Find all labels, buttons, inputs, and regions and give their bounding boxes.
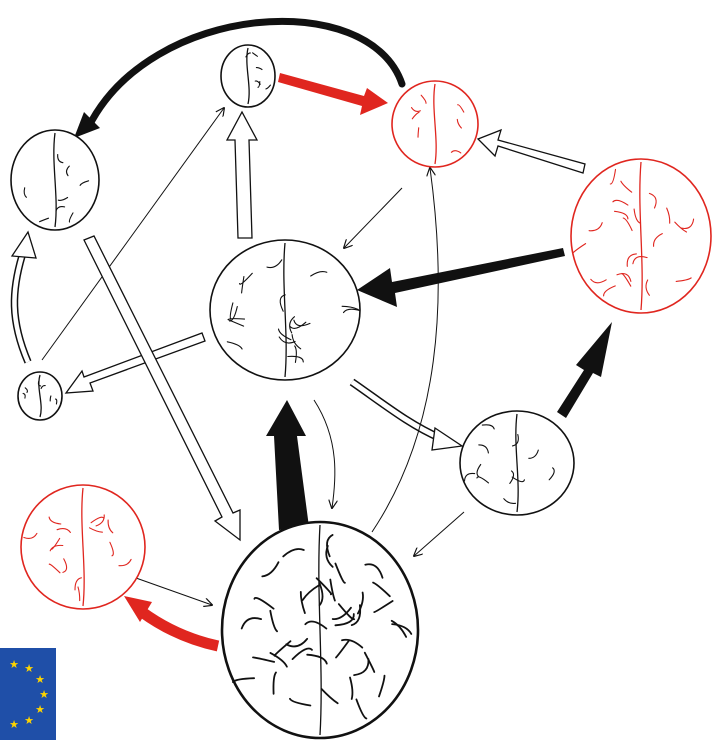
edge-mid-right-to-big-red-right <box>557 322 612 418</box>
edges <box>10 17 612 652</box>
edge-mid-right-to-bottom-large <box>414 511 465 556</box>
edge-red-left-lower-to-bottom-large <box>135 577 212 605</box>
brain-node-center <box>209 239 361 381</box>
eu-star: ★ <box>24 662 34 675</box>
eu-star: ★ <box>35 703 45 716</box>
edge-tiny-left-to-left-upper <box>10 230 37 364</box>
edge-bottom-large-to-red-left-lower <box>124 596 220 652</box>
edge-big-red-right-to-red-top <box>476 128 586 174</box>
brain-node-tiny-top <box>220 44 276 108</box>
edge-tiny-top-to-red-top <box>278 73 388 115</box>
eu-star: ★ <box>24 714 34 727</box>
edge-center-to-mid-right <box>349 378 464 451</box>
eu-stars: ★★★★★★★ <box>9 658 49 731</box>
nodes <box>10 44 712 740</box>
brain-node-red-top <box>391 80 479 168</box>
edge-left-upper-to-bottom-large <box>83 235 241 542</box>
edge-center-to-tiny-top <box>225 110 259 239</box>
edge-bottom-large-to-red-top <box>371 168 439 533</box>
brain-node-left-upper <box>10 129 100 231</box>
edge-big-red-right-to-center <box>357 248 565 307</box>
brain-node-bottom-large <box>220 520 420 740</box>
brain-node-red-left-lower <box>20 484 146 610</box>
edge-red-top-to-center <box>344 187 403 248</box>
eu-flag-logo: ★★★★★★★ <box>0 648 56 740</box>
brain-node-mid-right <box>459 410 575 516</box>
edge-red-top-to-left-upper <box>74 17 406 138</box>
brain-node-big-red-right <box>570 158 712 314</box>
edge-bottom-large-to-center <box>266 400 309 530</box>
edge-center-to-bottom-large <box>313 399 335 508</box>
eu-star: ★ <box>39 688 49 701</box>
brain-node-tiny-left <box>17 371 63 421</box>
edge-tiny-left-to-tiny-top <box>41 108 224 361</box>
eu-star: ★ <box>9 658 19 671</box>
eu-star: ★ <box>35 673 45 686</box>
eu-star: ★ <box>9 718 19 731</box>
edge-center-to-tiny-left <box>64 332 206 394</box>
